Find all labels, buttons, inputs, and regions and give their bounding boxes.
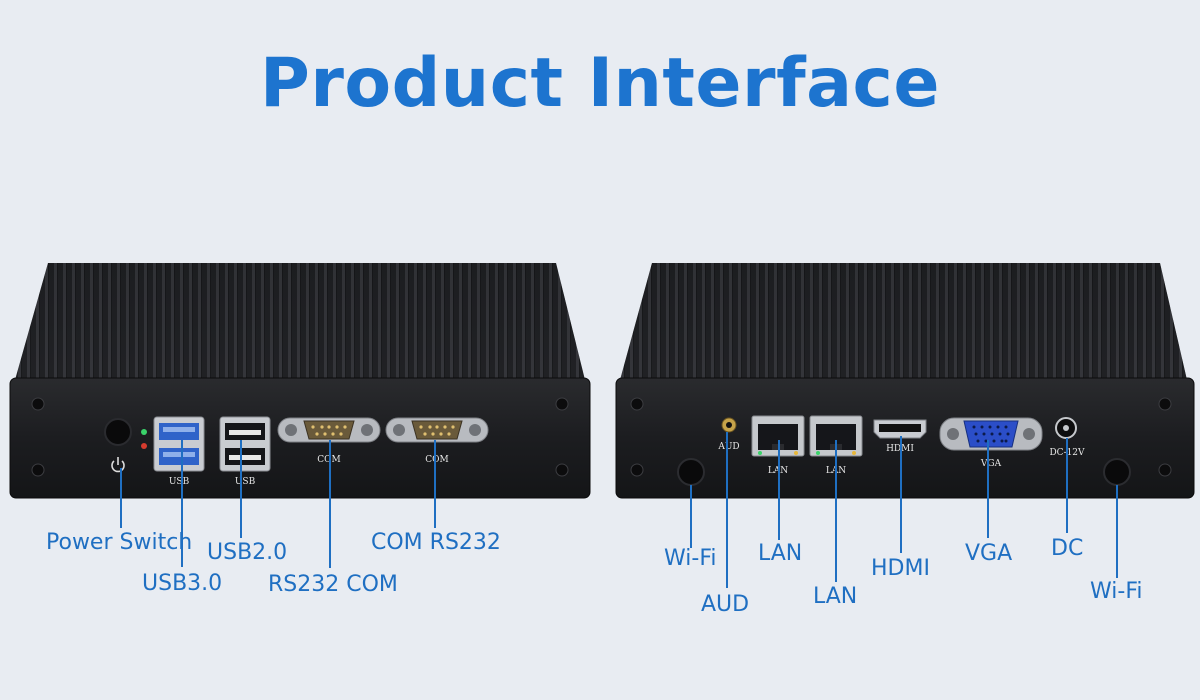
callout-rs232-com: RS232 COM <box>268 572 398 597</box>
hdmi-port-icon <box>873 419 927 439</box>
screw-icon <box>555 397 569 411</box>
callout-com-rs232: COM RS232 <box>371 530 501 555</box>
back-unit: AUD LAN LAN HDMI <box>615 263 1195 588</box>
callout-usb2: USB2.0 <box>207 540 288 565</box>
usb2-port-icon <box>219 416 271 472</box>
screw-icon <box>630 397 644 411</box>
aud-port-label: AUD <box>717 442 739 452</box>
page-title: Product Interface <box>260 44 940 123</box>
vga-port-label: VGA <box>980 459 1002 469</box>
screw-icon <box>1158 397 1172 411</box>
status-led-green-icon <box>141 429 147 435</box>
vga-port-icon <box>939 417 1043 451</box>
dc-power-jack-icon <box>1055 417 1077 439</box>
callout-wifi-left: Wi-Fi <box>664 546 717 571</box>
callout-lan-a: LAN <box>758 541 803 566</box>
front-callout-lines <box>120 440 436 568</box>
callout-dc: DC <box>1051 536 1084 561</box>
com-port-icon <box>277 417 381 443</box>
callout-power-switch: Power Switch <box>46 530 193 555</box>
callout-usb3: USB3.0 <box>142 571 223 596</box>
com-port-label: COM <box>425 455 448 465</box>
callout-vga: VGA <box>965 541 1013 566</box>
callout-lan-b: LAN <box>813 584 858 609</box>
usb-port-label: USB <box>235 477 256 487</box>
screw-icon <box>555 463 569 477</box>
screw-icon <box>31 463 45 477</box>
screw-icon <box>31 397 45 411</box>
screw-icon <box>630 463 644 477</box>
screw-icon <box>1158 463 1172 477</box>
com-port-icon <box>385 417 489 443</box>
usb3-port-icon <box>153 416 205 472</box>
audio-jack-icon <box>721 417 737 433</box>
usb-port-label: USB <box>169 477 190 487</box>
back-callout-lines <box>690 432 1118 588</box>
wifi-antenna-port-icon <box>677 458 705 486</box>
wifi-antenna-port-icon <box>1103 458 1131 486</box>
status-led-red-icon <box>141 443 147 449</box>
callout-hdmi: HDMI <box>871 556 930 581</box>
power-symbol-icon <box>111 457 125 473</box>
callout-wifi-right: Wi-Fi <box>1090 579 1143 604</box>
lan-port-icon <box>751 415 805 457</box>
callout-aud: AUD <box>701 592 750 617</box>
power-button-icon <box>104 418 132 446</box>
front-unit: USB USB COM <box>9 263 591 568</box>
